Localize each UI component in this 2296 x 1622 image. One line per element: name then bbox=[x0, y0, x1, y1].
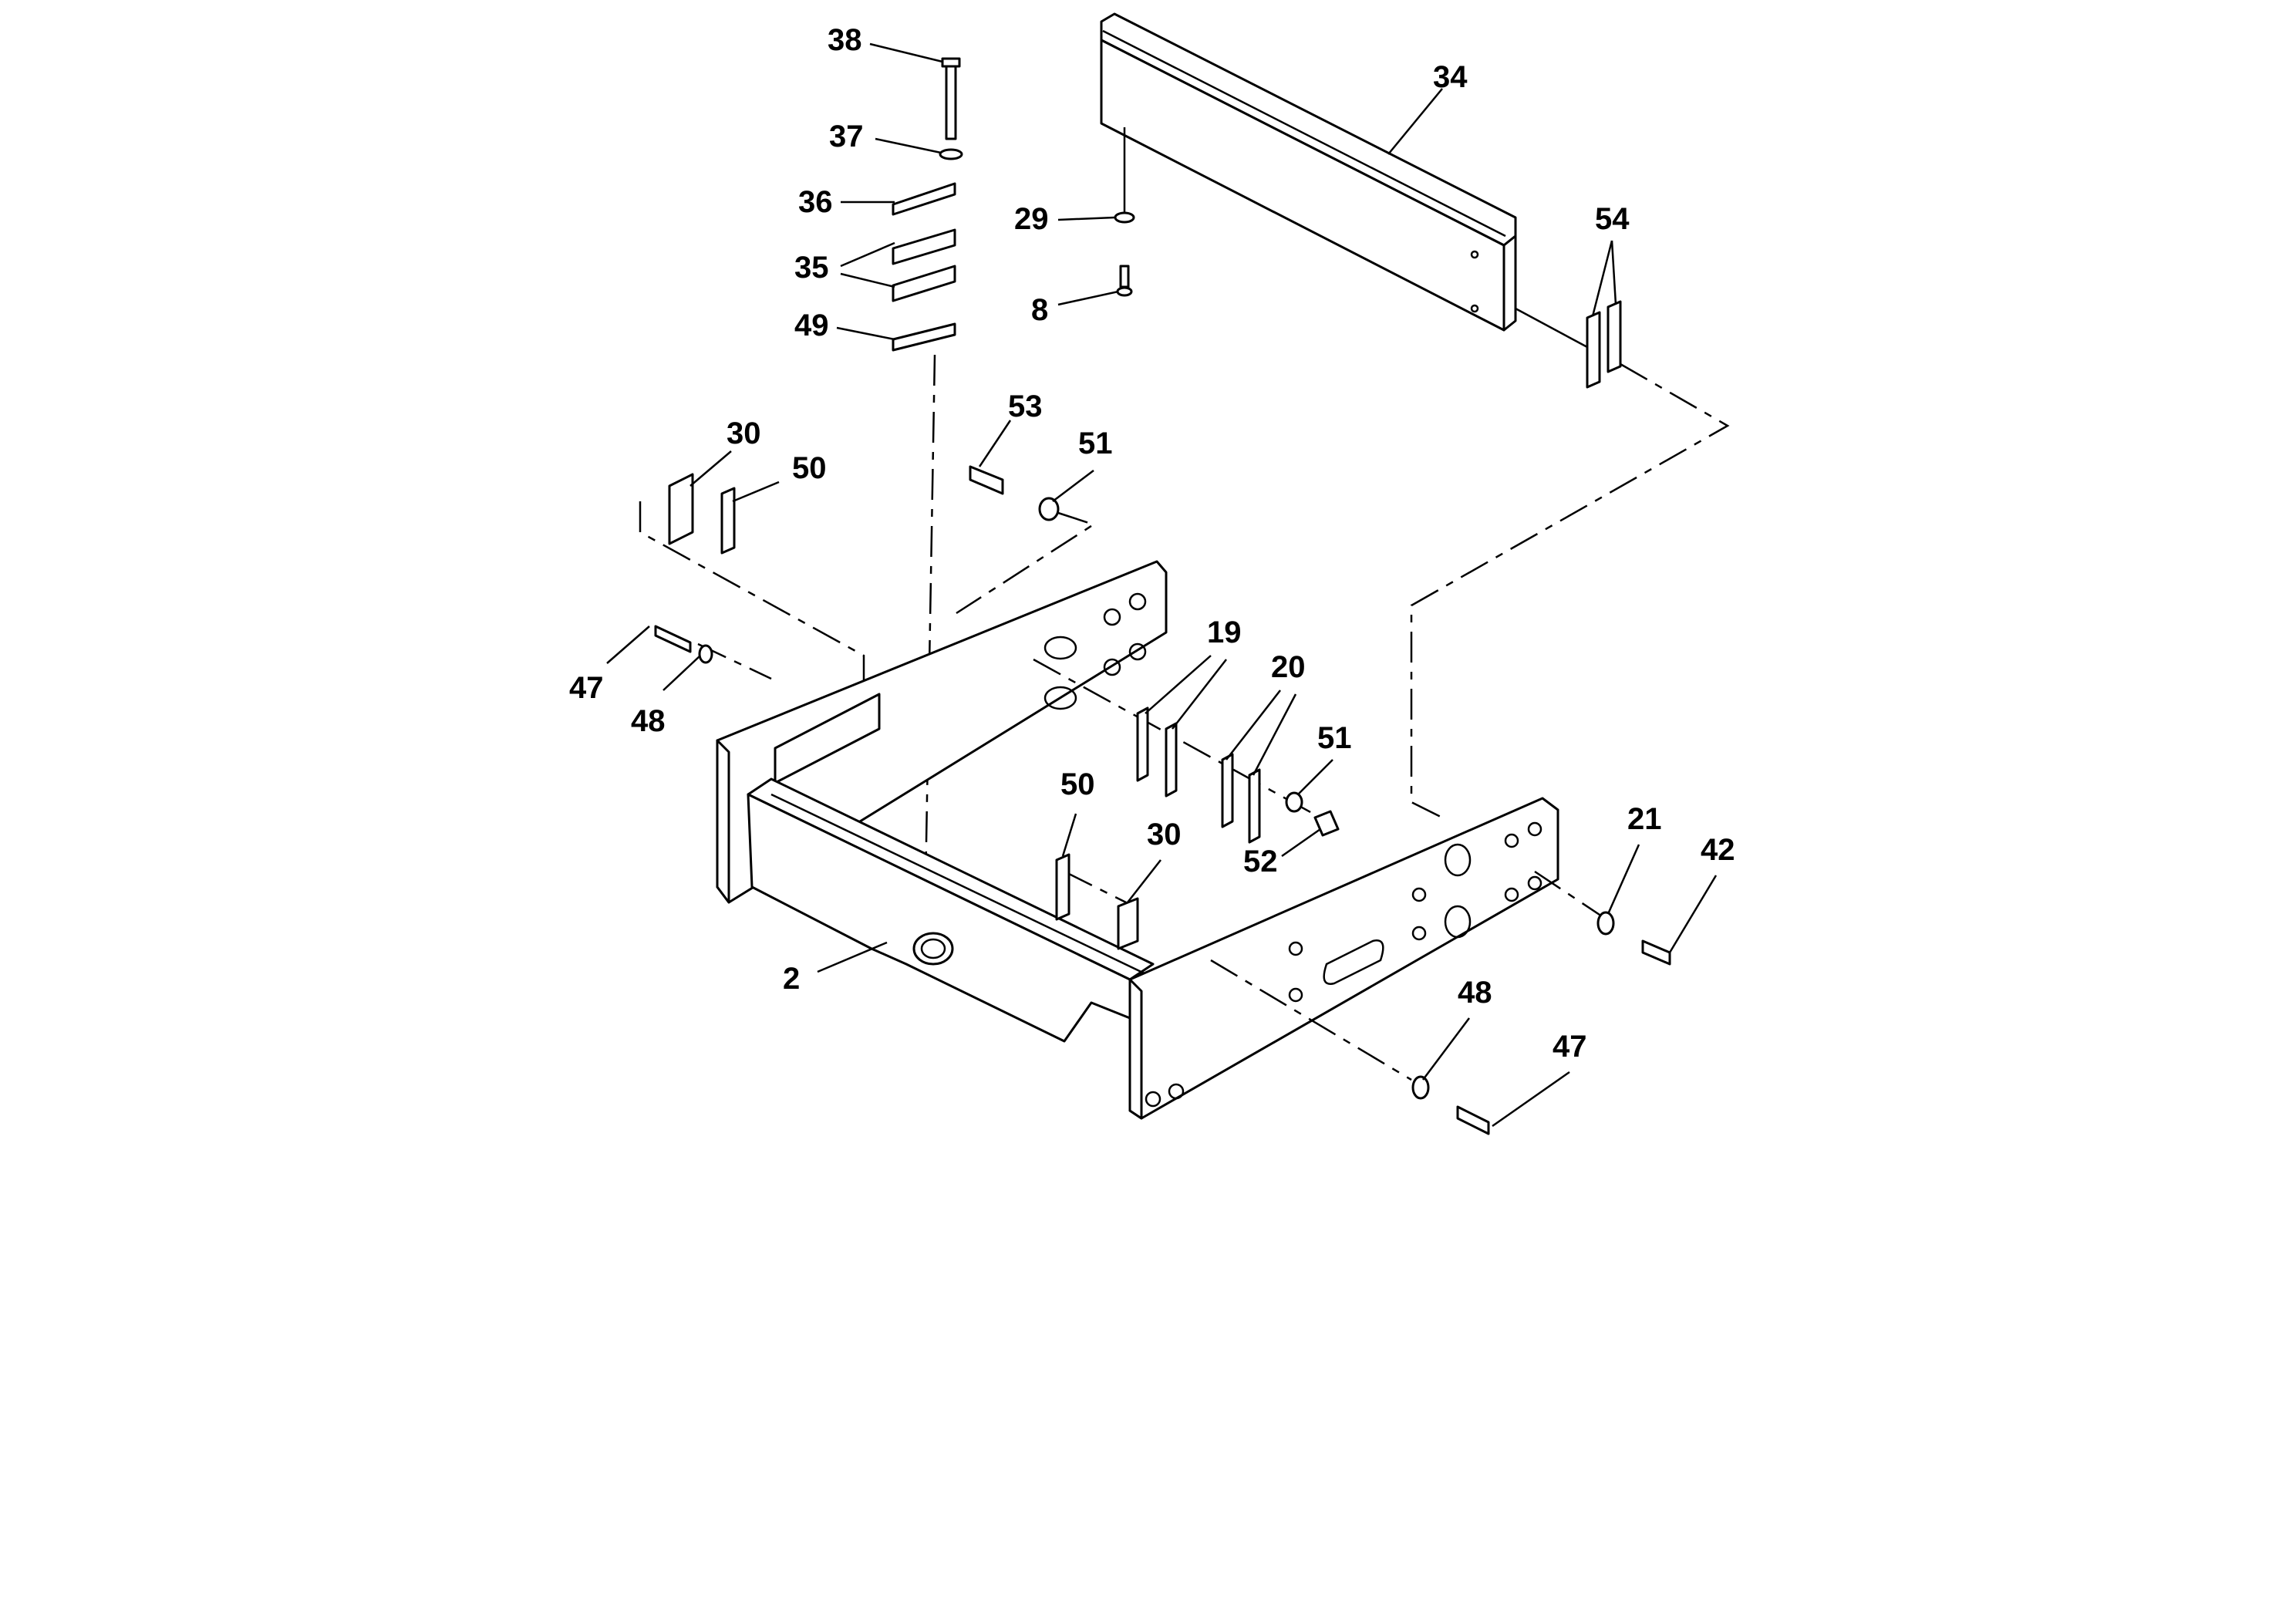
leader-lines bbox=[606, 42, 1718, 1128]
bolt-and-washer-29-8 bbox=[1114, 127, 1135, 297]
callout-19: 19 bbox=[1207, 615, 1242, 649]
callout-54: 54 bbox=[1595, 202, 1630, 236]
callout-30-left: 30 bbox=[727, 416, 761, 450]
callout-34: 34 bbox=[1433, 60, 1468, 94]
callout-37: 37 bbox=[829, 120, 864, 153]
callout-52: 52 bbox=[1243, 845, 1278, 878]
callout-53: 53 bbox=[1008, 389, 1043, 423]
callout-51-upper: 51 bbox=[1078, 427, 1113, 460]
callout-48-right: 48 bbox=[1458, 976, 1492, 1010]
right-fasteners bbox=[654, 625, 1671, 1135]
middle-clamp-50-30 bbox=[1055, 853, 1139, 950]
shims-19-20 bbox=[1136, 706, 1340, 844]
callout-20: 20 bbox=[1271, 650, 1306, 684]
assembly-lines bbox=[697, 363, 1730, 1081]
cable-clamp-stack bbox=[892, 57, 963, 888]
callout-50-left: 50 bbox=[792, 451, 827, 485]
callout-49: 49 bbox=[794, 309, 829, 342]
counterweight-bar bbox=[1100, 12, 1517, 332]
callout-labels: 38 37 36 35 49 34 29 8 54 53 51 30 50 47… bbox=[569, 23, 1735, 1064]
callout-29: 29 bbox=[1014, 202, 1049, 236]
main-frame bbox=[716, 560, 1559, 1120]
callout-8: 8 bbox=[1031, 293, 1048, 327]
callout-47-left: 47 bbox=[569, 671, 604, 705]
callout-38: 38 bbox=[828, 23, 862, 57]
bolt-53-washer-51 bbox=[956, 465, 1096, 615]
callout-35: 35 bbox=[794, 251, 829, 285]
callout-48-left: 48 bbox=[631, 704, 666, 738]
brackets-54 bbox=[1515, 300, 1622, 389]
callout-47-right: 47 bbox=[1553, 1030, 1587, 1064]
callout-36: 36 bbox=[798, 185, 833, 219]
callout-30-middle: 30 bbox=[1147, 818, 1182, 851]
callout-21: 21 bbox=[1627, 802, 1662, 836]
callout-2: 2 bbox=[783, 962, 800, 996]
callout-42: 42 bbox=[1701, 833, 1735, 867]
callout-50-middle: 50 bbox=[1060, 767, 1095, 801]
callout-51-lower: 51 bbox=[1317, 721, 1352, 755]
